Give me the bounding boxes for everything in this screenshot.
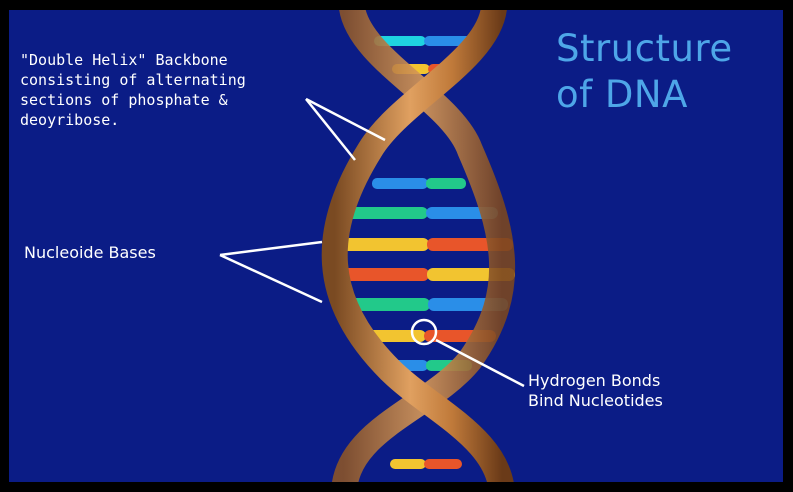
title-line: Structure [556,26,733,72]
diagram-title: Structure of DNA [556,26,733,118]
backbone-label-line: consisting of alternating [20,70,246,90]
base-pair [372,178,466,189]
bases-pointer-line [220,255,322,302]
backbone-pointer-line [306,99,385,140]
bases-pointer-line [220,242,322,255]
backbone-label-line: sections of phosphate & [20,90,246,110]
title-line: of DNA [556,72,733,118]
base-pair [390,459,462,469]
base-pair [333,238,513,251]
hydrogen-label-line: Bind Nucleotides [528,391,663,411]
backbone-pointer-line [306,99,355,160]
base-pair [346,207,498,219]
hydrogen-label-line: Hydrogen Bonds [528,371,663,391]
bases-label-text: Nucleoide Bases [24,243,156,263]
base-pair [333,268,515,281]
backbone-label: "Double Helix" Backbone consisting of al… [20,50,246,130]
backbone-label-line: deoyribose. [20,110,246,130]
base-pair [374,36,474,46]
backbone-label-line: "Double Helix" Backbone [20,50,246,70]
hydrogen-bonds-label: Hydrogen Bonds Bind Nucleotides [528,371,663,411]
bases-label: Nucleoide Bases [24,243,156,263]
